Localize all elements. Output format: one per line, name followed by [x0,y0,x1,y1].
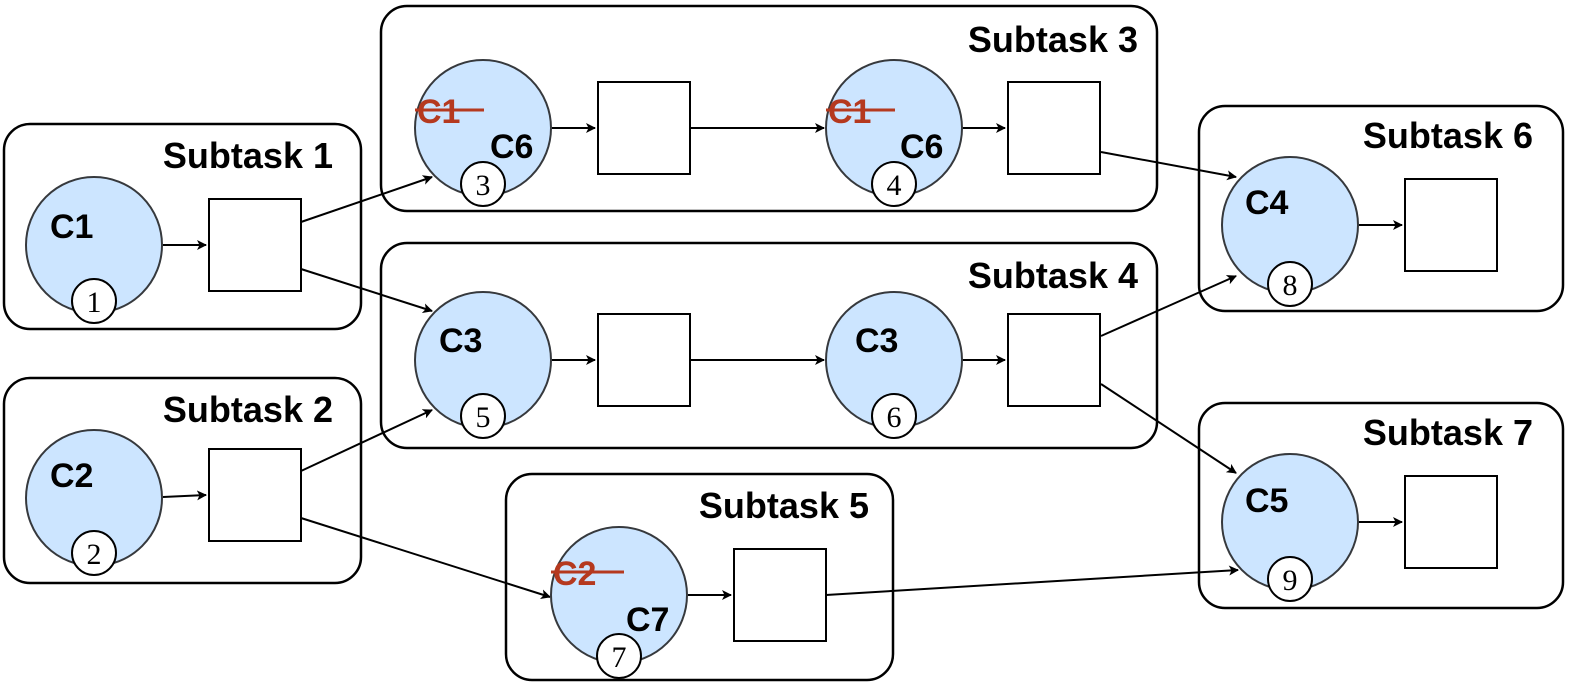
node-7-old-label: C2 [553,555,596,593]
edge-op1-to-node5 [300,268,433,314]
node-4-old-label: C1 [828,93,871,131]
node-2-label: C2 [50,457,93,495]
node-9-label: C5 [1245,482,1288,520]
subtask-5-title: Subtask 5 [699,485,869,526]
op-box-subtask-3-b [1007,81,1101,175]
node-7-badge [596,633,642,679]
subtask-7-title: Subtask 7 [1363,412,1533,453]
subtask-1-title: Subtask 1 [163,135,333,176]
node-8-badge [1267,261,1313,307]
node-3-old-label: C1 [417,93,460,131]
op-box-subtask-4-b [1007,313,1101,407]
node-9-badge-number: 9 [1283,564,1298,597]
operation-boxes [208,81,1498,642]
node-2: C2 2 [25,429,163,576]
node-6-badge [871,393,917,439]
op-box-subtask-5 [733,548,827,642]
edge-op2-to-node7 [300,517,551,600]
node-1: C1 1 [25,176,163,324]
subtask-4-box [379,241,1159,450]
op-box-subtask-6 [1404,178,1498,272]
node-6-badge-number: 6 [887,401,902,434]
node-3-badge-number: 3 [476,169,491,202]
node-4-label: C6 [900,128,943,166]
edges [162,123,1403,600]
node-4: C1 C6 4 [825,59,963,207]
node-7-badge-number: 7 [612,641,627,674]
node-2-badge [71,530,117,576]
node-3-label: C6 [490,128,533,166]
edge-op6-to-node9 [1100,383,1237,474]
node-1-badge [71,278,117,324]
op-box-subtask-2 [208,448,302,542]
edge-op2-to-node5 [300,409,433,472]
edge-node2-to-op2 [162,490,207,501]
node-5: C3 5 [414,291,552,439]
node-5-badge [460,393,506,439]
node-6-label: C3 [855,322,898,360]
node-7-label: C7 [626,601,669,639]
subtask-4-title: Subtask 4 [968,255,1138,296]
node-3: C1 C6 3 [414,59,552,207]
node-8: C4 8 [1221,156,1359,307]
node-3-badge [460,161,506,207]
subtask-3-group: Subtask 3 [379,4,1159,213]
subtask-6-title: Subtask 6 [1363,115,1533,156]
op-box-subtask-4-a [597,313,691,407]
node-9: C5 9 [1221,453,1359,602]
subtask-2-title: Subtask 2 [163,389,333,430]
subtask-3-title: Subtask 3 [968,19,1138,60]
node-1-label: C1 [50,208,93,246]
node-2-badge-number: 2 [87,538,102,571]
op-box-subtask-7 [1404,475,1498,569]
node-8-badge-number: 8 [1283,269,1298,302]
node-6: C3 6 [825,291,963,439]
edge-op7-to-node9 [825,565,1239,596]
node-5-badge-number: 5 [476,401,491,434]
edge-op6-to-node8 [1100,275,1237,337]
node-7: C2 C7 7 [550,526,688,679]
node-8-label: C4 [1245,184,1289,222]
node-4-badge-number: 4 [887,169,902,202]
op-box-subtask-1 [208,198,302,292]
node-4-badge [871,161,917,207]
subtask-4-group: Subtask 4 [379,241,1159,450]
node-5-label: C3 [439,322,482,360]
node-9-badge [1267,556,1313,602]
op-box-subtask-3-a [597,81,691,175]
node-1-badge-number: 1 [87,286,102,319]
edge-op4-to-node8 [1100,151,1237,181]
subtask-3-box [379,4,1159,213]
edge-op1-to-node3 [300,175,433,223]
